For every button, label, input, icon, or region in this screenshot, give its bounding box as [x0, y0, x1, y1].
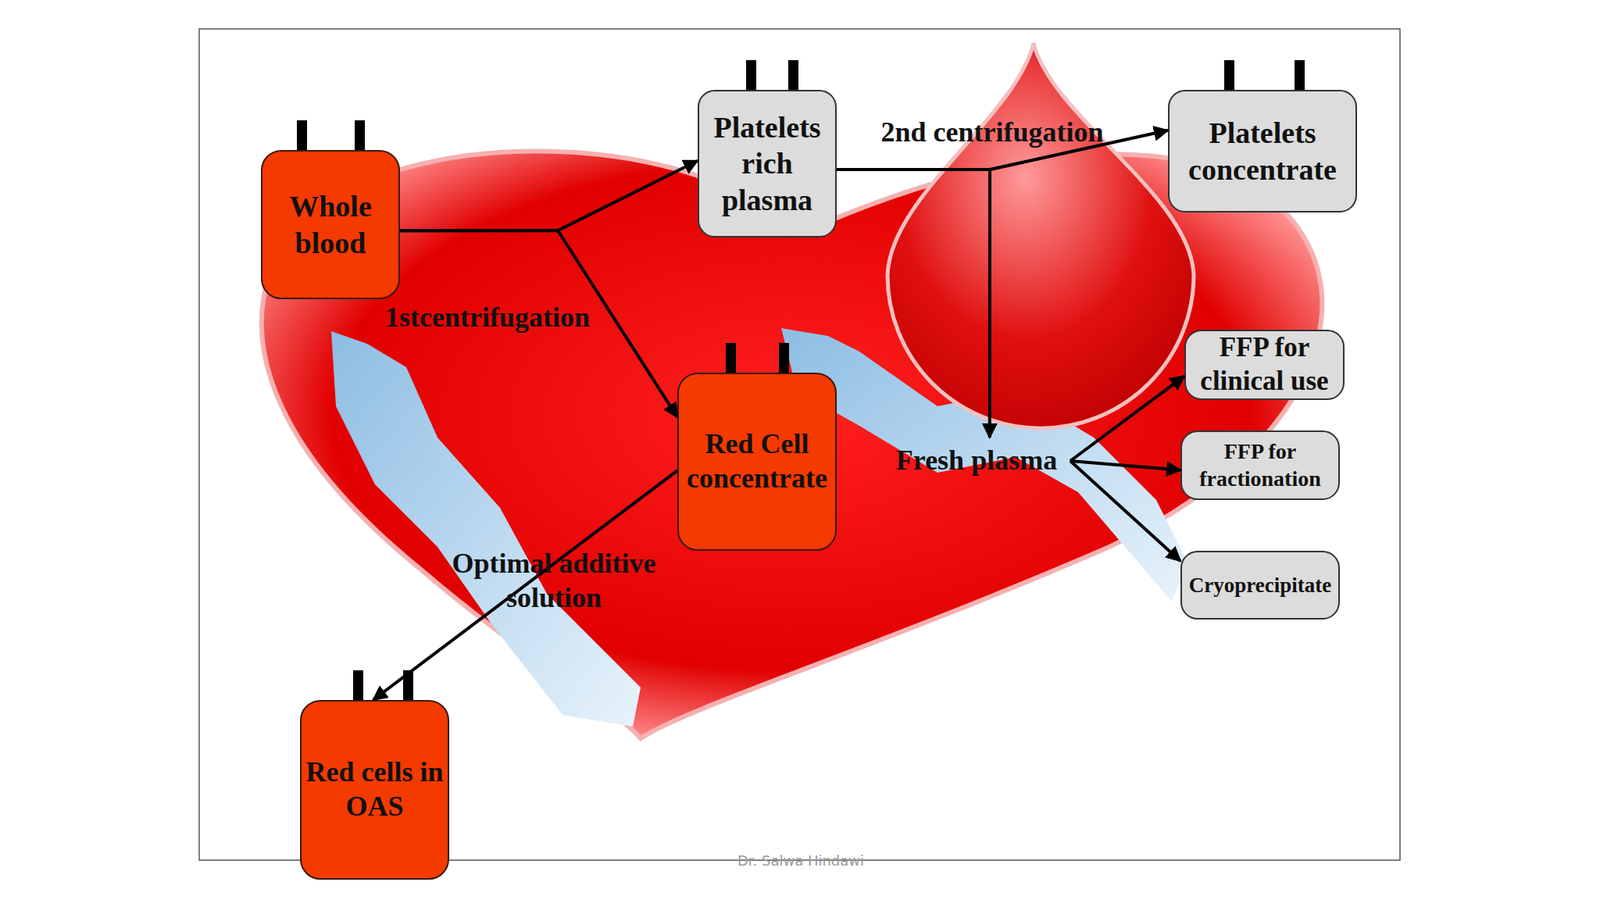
bag-port [354, 120, 365, 150]
edge-label: 2nd centrifugation [851, 115, 1133, 150]
node-text: Cryoprecipitate [1189, 572, 1332, 599]
product-box: Cryoprecipitate [1180, 550, 1340, 620]
bag-port [353, 670, 364, 700]
bag-port [1294, 60, 1305, 90]
blood-bag: Red cells in OAS [300, 700, 450, 880]
node-text: Red Cell concentrate [678, 427, 836, 497]
flow-arrow [373, 470, 678, 700]
node-text: FFP for clinical use [1185, 331, 1343, 398]
blood-bag: Platelets concentrate [1167, 89, 1358, 213]
flow-arrow [400, 160, 698, 231]
bag-port [746, 60, 757, 90]
edge-label: 1stcentrifugation [362, 300, 613, 336]
flow-arrow [1070, 460, 1181, 561]
edge-label: Optimal additive solution [436, 546, 672, 616]
blood-bag: Platelets rich plasma [697, 89, 837, 238]
bag-port [403, 670, 414, 700]
bag-port [296, 120, 308, 150]
blood-drop [887, 42, 1194, 429]
node-text: FFP for fractionation [1182, 438, 1339, 492]
node-text: Whole blood [262, 188, 399, 261]
map-water [331, 331, 641, 727]
bag-port [788, 60, 799, 90]
node-text: Red cells in OAS [301, 755, 448, 825]
blood-bag: Red Cell concentrate [677, 372, 837, 551]
node-text: Fresh plasma [896, 443, 1058, 479]
blood-bag: Whole blood [260, 150, 400, 300]
flow-arrow [1070, 460, 1181, 471]
bag-port [778, 342, 790, 373]
node-text: Platelets rich plasma [699, 109, 836, 218]
node-text: Platelets concentrate [1169, 114, 1356, 188]
bag-port [1224, 60, 1235, 90]
bag-port [725, 342, 736, 373]
flow-arrow [836, 169, 990, 438]
product-text: Fresh plasma [882, 437, 1071, 485]
product-box: FFP for fractionation [1180, 430, 1340, 500]
flow-arrow [1070, 375, 1185, 461]
watermark: Dr. Salwa Hindawi [737, 852, 865, 869]
product-box: FFP for clinical use [1184, 329, 1345, 400]
